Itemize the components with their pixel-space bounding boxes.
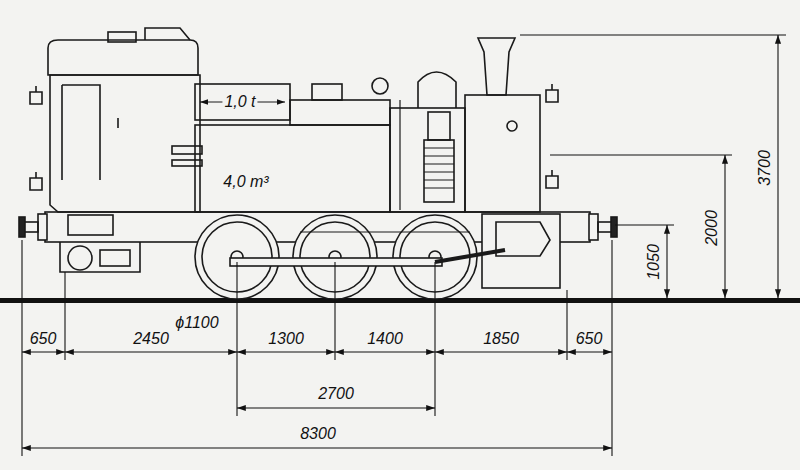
dimension-label: 650 [28, 330, 59, 348]
valve [372, 78, 388, 94]
buffer-head [611, 217, 617, 237]
steam-dome [418, 72, 456, 108]
dimension-label: 1850 [481, 330, 521, 348]
step-plate [68, 215, 113, 235]
rail [0, 298, 800, 303]
coupling-rod [230, 258, 442, 266]
air-pump [424, 140, 454, 202]
dimension-label: 3700 [756, 148, 774, 188]
buffer-rod [24, 222, 38, 232]
pump-head [428, 112, 450, 140]
dimension-label: 650 [574, 330, 605, 348]
dimension-label: 1300 [266, 330, 306, 348]
capacity-label: 4,0 m³ [221, 173, 270, 191]
pipe [399, 100, 400, 210]
plate [172, 146, 202, 154]
rear-frame [60, 242, 140, 272]
connecting-rod [435, 250, 505, 262]
lamp [546, 84, 558, 102]
buffer-head [19, 217, 25, 237]
water-tank [195, 125, 390, 212]
dimension-lines [22, 35, 786, 456]
axle-box [68, 246, 92, 270]
bell [507, 121, 517, 131]
coal-box [195, 84, 290, 120]
roof-whistle [145, 28, 190, 40]
dimension-label: 1050 [645, 242, 663, 282]
dimension-label: 1400 [365, 330, 405, 348]
diameter-label: ϕ1100 [173, 314, 220, 332]
brake-rod [300, 231, 470, 232]
pump-ribs [424, 148, 454, 188]
safety-valve [312, 84, 342, 100]
cab-door [62, 85, 100, 180]
buffer-rod [598, 222, 612, 232]
dimension-label: 2000 [703, 208, 721, 248]
dimension-label: 8300 [298, 425, 338, 443]
roof-vent [108, 32, 136, 42]
dimension-label: 2450 [131, 330, 171, 348]
lamp [546, 170, 558, 188]
rear-box [100, 250, 130, 266]
dimension-label: 2700 [316, 385, 356, 403]
capacity-label: 1,0 t [222, 93, 257, 111]
boiler [390, 108, 465, 212]
buffer-beam [38, 214, 47, 240]
cab-roof [48, 40, 198, 75]
boiler [290, 100, 390, 125]
smokebox [465, 95, 540, 212]
handle [117, 118, 119, 128]
lamp [30, 86, 42, 104]
lamp [30, 172, 42, 190]
buffer-beam [589, 214, 598, 240]
plate [172, 160, 202, 166]
cab [50, 75, 200, 212]
chimney [478, 38, 515, 95]
